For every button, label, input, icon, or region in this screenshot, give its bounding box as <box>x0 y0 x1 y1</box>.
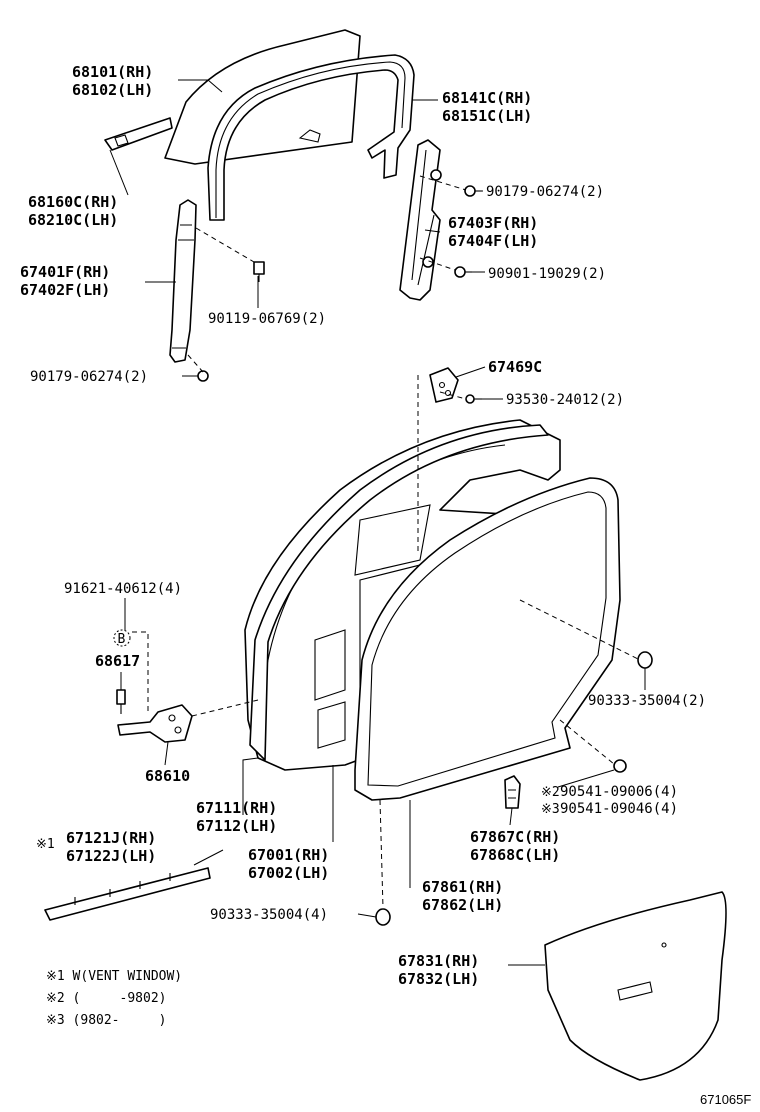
part-label-line: 67469C <box>488 358 542 376</box>
part-label-line: 90333-35004(2) <box>588 693 706 709</box>
label-90333-b: 90333-35004(4) <box>210 907 328 923</box>
label-67403f: 67403F(RH) 67404F(LH) <box>448 214 538 250</box>
label-67861: 67861(RH) 67862(LH) <box>422 878 503 914</box>
part-label-line: 67404F(LH) <box>448 232 538 250</box>
label-90179-b: 90179-06274(2) <box>30 369 148 385</box>
label-68141c: 68141C(RH) 68151C(LH) <box>442 89 532 125</box>
bolt-c-icon <box>253 261 265 282</box>
leader-lines <box>109 79 646 966</box>
part-label-line: 67402F(LH) <box>20 281 110 299</box>
part-label-line: 90119-06769(2) <box>208 311 326 327</box>
label-67111: 67111(RH) 67112(LH) <box>196 799 277 835</box>
part-label-line: 68102(LH) <box>72 81 153 99</box>
label-68617: 68617 <box>95 652 140 670</box>
hinge-drawing <box>117 704 193 743</box>
division-bar-drawing <box>169 199 197 363</box>
part-label-line: 90541-09006(4) <box>560 784 678 800</box>
part-label-line: 90179-06274(2) <box>30 369 148 385</box>
part-label-line: 67868C(LH) <box>470 846 560 864</box>
label-68101: 68101(RH) 68102(LH) <box>72 63 153 99</box>
part-label-line: 67831(RH) <box>398 952 479 970</box>
garnish-drawing <box>44 867 211 921</box>
part-label-line: 68160C(RH) <box>28 193 118 211</box>
label-93530: 93530-24012(2) <box>506 392 624 408</box>
marker-b-text: B <box>118 632 126 647</box>
part-label-line: 68610 <box>145 767 190 785</box>
footnote-line: ※1 W(VENT WINDOW) <box>46 969 182 984</box>
weatherstrip-drawing <box>249 424 549 761</box>
part-label-line: 67112(LH) <box>196 817 277 835</box>
note-marker: ※2 <box>541 785 560 800</box>
drawing-number: 671065F <box>700 1092 751 1107</box>
marker-b: B <box>113 629 131 647</box>
part-label-line: 93530-24012(2) <box>506 392 624 408</box>
part-label-line: 68101(RH) <box>72 63 153 81</box>
plug-icons <box>375 651 653 926</box>
part-label-line: 67121J(RH) <box>66 829 156 847</box>
part-label-line: 90901-19029(2) <box>488 266 606 282</box>
label-90901: 90901-19029(2) <box>488 266 606 282</box>
part-label-line: 68617 <box>95 652 140 670</box>
part-label-line: 67002(LH) <box>248 864 329 882</box>
label-67121j: ※1 67121J(RH) 67122J(LH) <box>36 829 156 865</box>
part-label-line: 67401F(RH) <box>20 263 110 281</box>
label-67401f: 67401F(RH) 67402F(LH) <box>20 263 110 299</box>
part-label-line: 91621-40612(4) <box>64 581 182 597</box>
regulator-drawing <box>399 139 442 301</box>
glass-channel-drawing <box>104 117 173 151</box>
label-90333-a: 90333-35004(2) <box>588 693 706 709</box>
part-label-line: 67862(LH) <box>422 896 503 914</box>
part-label-line: 68210C(LH) <box>28 211 118 229</box>
footnote-line: ※2 ( -9802) <box>46 991 166 1006</box>
door-seal-drawing <box>354 477 621 801</box>
run-channel-drawing <box>207 54 415 221</box>
note-marker: ※3 <box>541 802 560 817</box>
fastener-drawing <box>504 775 521 809</box>
footnotes: ※1 W(VENT WINDOW) ※2 ( -9802) ※3 (9802- … <box>46 969 182 1028</box>
label-91621: 91621-40612(4) <box>64 581 182 597</box>
bolt-d-icon <box>197 370 209 382</box>
bolt-e-icon <box>116 689 126 714</box>
label-67469c: 67469C <box>488 358 542 376</box>
part-label-line: 68141C(RH) <box>442 89 532 107</box>
label-68610: 68610 <box>145 767 190 785</box>
part-label-line: 67111(RH) <box>196 799 277 817</box>
part-label-line: 67861(RH) <box>422 878 503 896</box>
label-68160c: 68160C(RH) 68210C(LH) <box>28 193 118 229</box>
label-67831: 67831(RH) 67832(LH) <box>398 952 479 988</box>
bracket-drawing <box>429 367 459 403</box>
label-90179-a: 90179-06274(2) <box>486 184 604 200</box>
part-label-line: 67867C(RH) <box>470 828 560 846</box>
note-marker: ※1 <box>36 837 55 852</box>
part-label-line: 67122J(LH) <box>66 847 156 865</box>
part-label-line: 67001(RH) <box>248 846 329 864</box>
part-label-line: 67832(LH) <box>398 970 479 988</box>
part-label-line: 68151C(LH) <box>442 107 532 125</box>
trim-board-drawing <box>544 891 727 1081</box>
dashed-guides <box>132 175 641 909</box>
part-label-line: 90179-06274(2) <box>486 184 604 200</box>
part-label-line: 90333-35004(4) <box>210 907 328 923</box>
label-67867c: 67867C(RH) 67868C(LH) <box>470 828 560 864</box>
part-label-line: 67403F(RH) <box>448 214 538 232</box>
part-label-line: 90541-09046(4) <box>560 801 678 817</box>
footnote-line: ※3 (9802- ) <box>46 1013 166 1028</box>
label-67001: 67001(RH) 67002(LH) <box>248 846 329 882</box>
label-90119: 90119-06769(2) <box>208 311 326 327</box>
label-90541: ※2 90541-09006(4) ※3 90541-09046(4) <box>541 784 678 817</box>
